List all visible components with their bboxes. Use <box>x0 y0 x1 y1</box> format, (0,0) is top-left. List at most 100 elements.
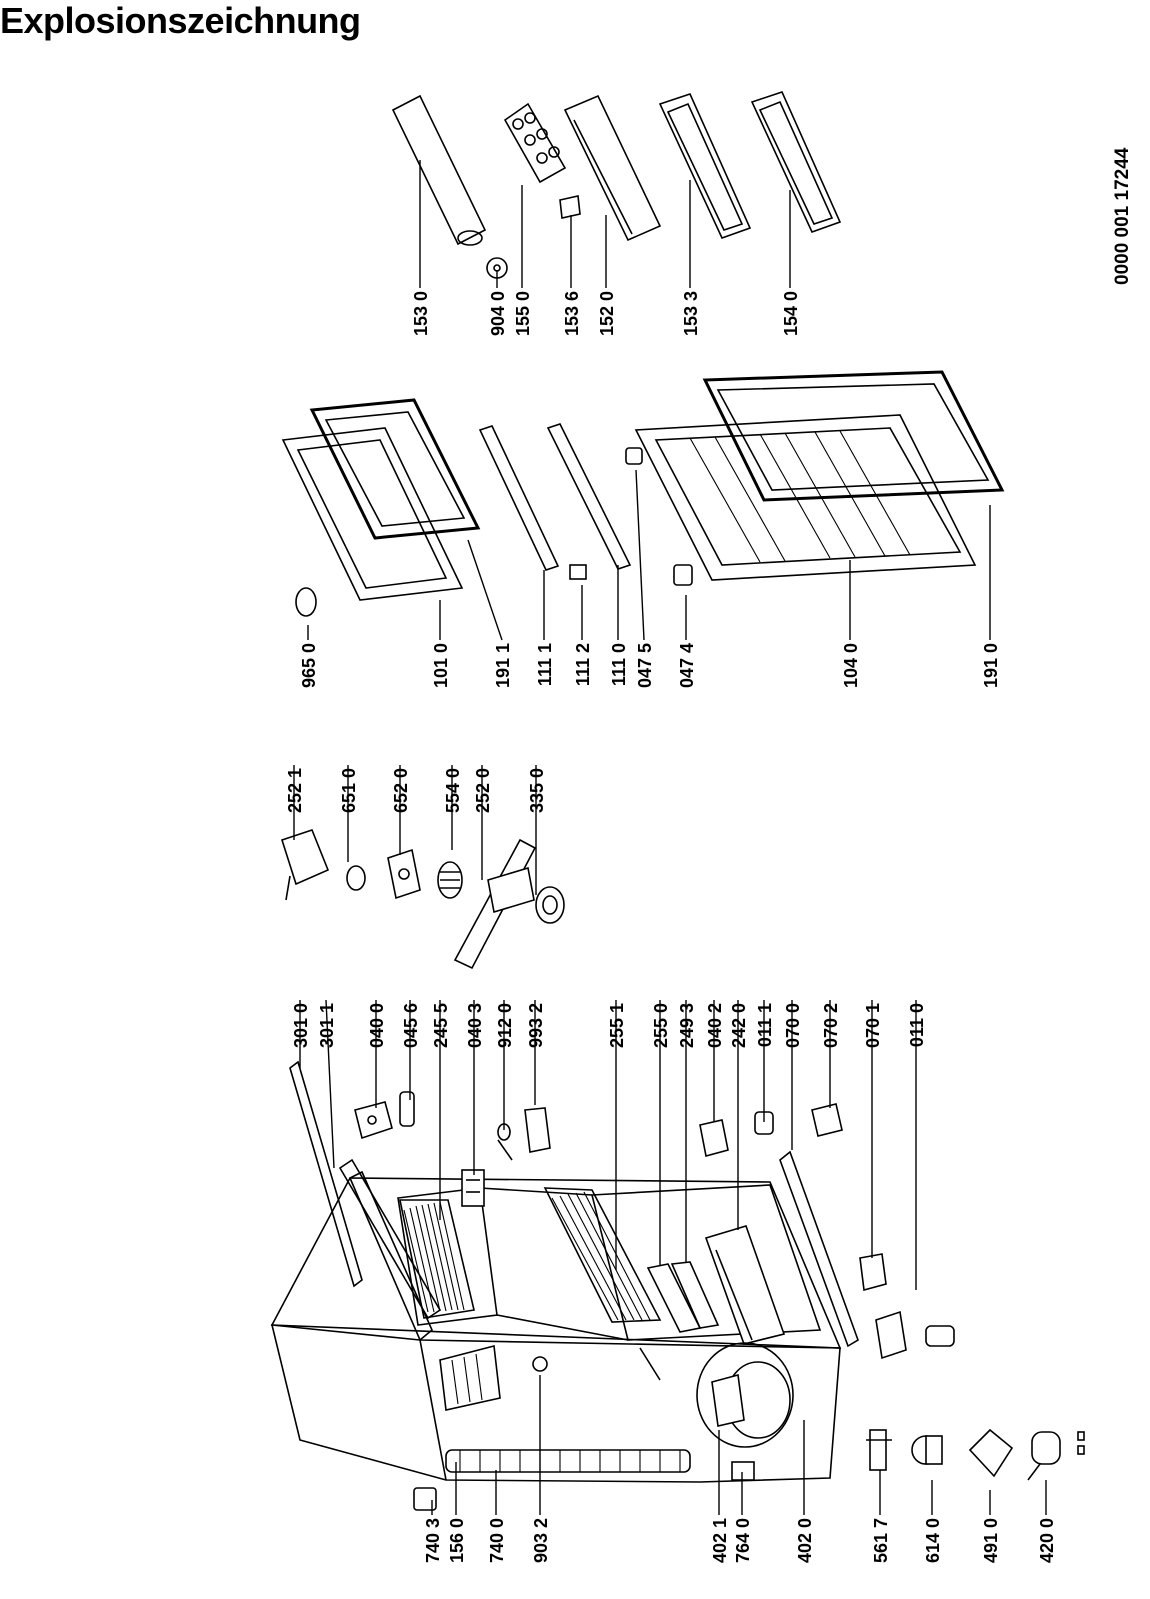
shelf-255-1 <box>543 1187 662 1323</box>
leader-lines <box>293 160 1047 1515</box>
part-number-label: 255 0 <box>651 1003 671 1048</box>
thermostat-housing-252-1 <box>280 829 330 901</box>
plug-903-2 <box>532 1356 548 1372</box>
part-number-label: 652 0 <box>391 768 411 813</box>
part-number-label: 554 0 <box>443 768 463 813</box>
bracket-040-2 <box>699 1119 729 1157</box>
switch-993-2 <box>524 1107 551 1153</box>
egg-tray-155-0 <box>503 102 567 184</box>
relay-561-7 <box>866 1429 892 1471</box>
grille-156-0 <box>439 1344 501 1411</box>
crisper-242-0 <box>704 1225 786 1345</box>
part-number-label: 011 1 <box>755 1003 775 1047</box>
evaporator-245-5 <box>399 1199 475 1319</box>
fridge-gasket-191-0 <box>702 370 1005 502</box>
shelf-249-3 <box>670 1261 720 1329</box>
cap-965-0 <box>295 587 317 617</box>
part-number-label: 153 0 <box>411 291 431 336</box>
part-number-label: 070 0 <box>783 1003 803 1048</box>
part-number-label: 740 0 <box>487 1518 507 1563</box>
handle-111-1 <box>478 425 560 571</box>
part-number-label: 154 0 <box>781 291 801 336</box>
small-parts <box>1077 1431 1085 1455</box>
shelf-152-0 <box>563 94 662 242</box>
freezer-gasket-191-1 <box>309 398 481 540</box>
shelf-255-0 <box>646 1263 702 1333</box>
part-number-label: 740 3 <box>423 1518 443 1563</box>
leader-line <box>635 469 645 641</box>
bracket-040-3 <box>461 1169 485 1207</box>
part-number-label: 111 2 <box>573 643 593 686</box>
part-number-label: 070 1 <box>863 1003 883 1048</box>
part-number-label: 651 0 <box>339 768 359 813</box>
part-number-label: 965 0 <box>299 643 319 688</box>
part-number-label: 040 3 <box>465 1003 485 1048</box>
clip-153-6 <box>559 195 581 219</box>
shelf-153-0 <box>391 94 487 246</box>
part-number-label: 040 2 <box>705 1003 725 1048</box>
hinge-cover-047-4 <box>673 564 693 586</box>
corner-070-1 <box>859 1253 887 1292</box>
part-number-label: 047 4 <box>677 643 697 688</box>
handle-111-0 <box>546 423 632 570</box>
page-title: Explosionszeichnung <box>0 0 361 41</box>
hinge-cover-047-5 <box>625 447 643 465</box>
part-number-label: 252 0 <box>473 768 493 813</box>
leader-line <box>467 539 503 641</box>
screw-912-0 <box>497 1123 513 1161</box>
part-number-label: 402 1 <box>710 1518 730 1563</box>
part-number-label: 047 5 <box>635 643 655 688</box>
capacitor-420-0 <box>1027 1431 1061 1481</box>
part-number-label: 245 5 <box>431 1003 451 1048</box>
starter-614-0 <box>911 1435 943 1465</box>
part-number-label: 242 0 <box>729 1003 749 1048</box>
part-number-label: 155 0 <box>513 291 533 336</box>
leader-line <box>325 999 335 1169</box>
dial-335-0 <box>535 886 565 924</box>
part-number-label: 491 0 <box>981 1518 1001 1563</box>
compressor-402-0 <box>696 1342 794 1448</box>
part-number-label: 070 2 <box>821 1003 841 1048</box>
part-number-label: 111 0 <box>609 643 629 686</box>
control-panel-252-0 <box>453 838 537 970</box>
part-number-label: 101 0 <box>431 643 451 688</box>
part-number-label: 045 6 <box>401 1003 421 1048</box>
part-number-label: 301 1 <box>317 1003 337 1048</box>
part-number-label: 904 0 <box>488 291 508 336</box>
shelf-154-0 <box>750 91 842 233</box>
hinge-040-0 <box>354 1101 393 1140</box>
part-number-label: 040 0 <box>367 1003 387 1048</box>
thermostat-652-0 <box>387 848 421 900</box>
part-number-label: 561 7 <box>871 1518 891 1563</box>
part-number-label: 903 2 <box>531 1518 551 1563</box>
part-number-label: 402 0 <box>795 1518 815 1563</box>
part-number-label: 191 1 <box>493 643 513 688</box>
part-number-label: 152 0 <box>597 291 617 336</box>
condenser-740-0 <box>445 1449 691 1473</box>
strip-070-0 <box>779 1150 859 1348</box>
part-number-label: 104 0 <box>841 643 861 688</box>
feet-011-0 <box>875 1310 955 1360</box>
part-number-label: 191 0 <box>981 643 1001 688</box>
part-number-label: 156 0 <box>447 1518 467 1563</box>
part-number-label: 252 1 <box>285 768 305 813</box>
clip-111-2 <box>569 564 587 580</box>
part-number-label: 335 0 <box>527 768 547 813</box>
washer-904-0 <box>486 257 508 279</box>
part-number-label: 111 1 <box>535 643 555 686</box>
cover-491-0 <box>968 1428 1014 1478</box>
document-number: 0000 001 17244 <box>1112 147 1133 285</box>
part-number-label: 420 0 <box>1037 1518 1057 1563</box>
box-764-0 <box>731 1461 755 1481</box>
part-number-label: 249 3 <box>677 1003 697 1048</box>
pin-045-6 <box>399 1091 415 1127</box>
shelf-153-3 <box>658 93 752 239</box>
clip-740-3 <box>413 1487 437 1511</box>
knob-554-0 <box>437 861 463 899</box>
part-number-label: 011 0 <box>907 1003 927 1047</box>
part-number-label: 614 0 <box>923 1518 943 1563</box>
part-number-label: 912 0 <box>495 1003 515 1048</box>
part-number-label: 255 1 <box>607 1003 627 1048</box>
